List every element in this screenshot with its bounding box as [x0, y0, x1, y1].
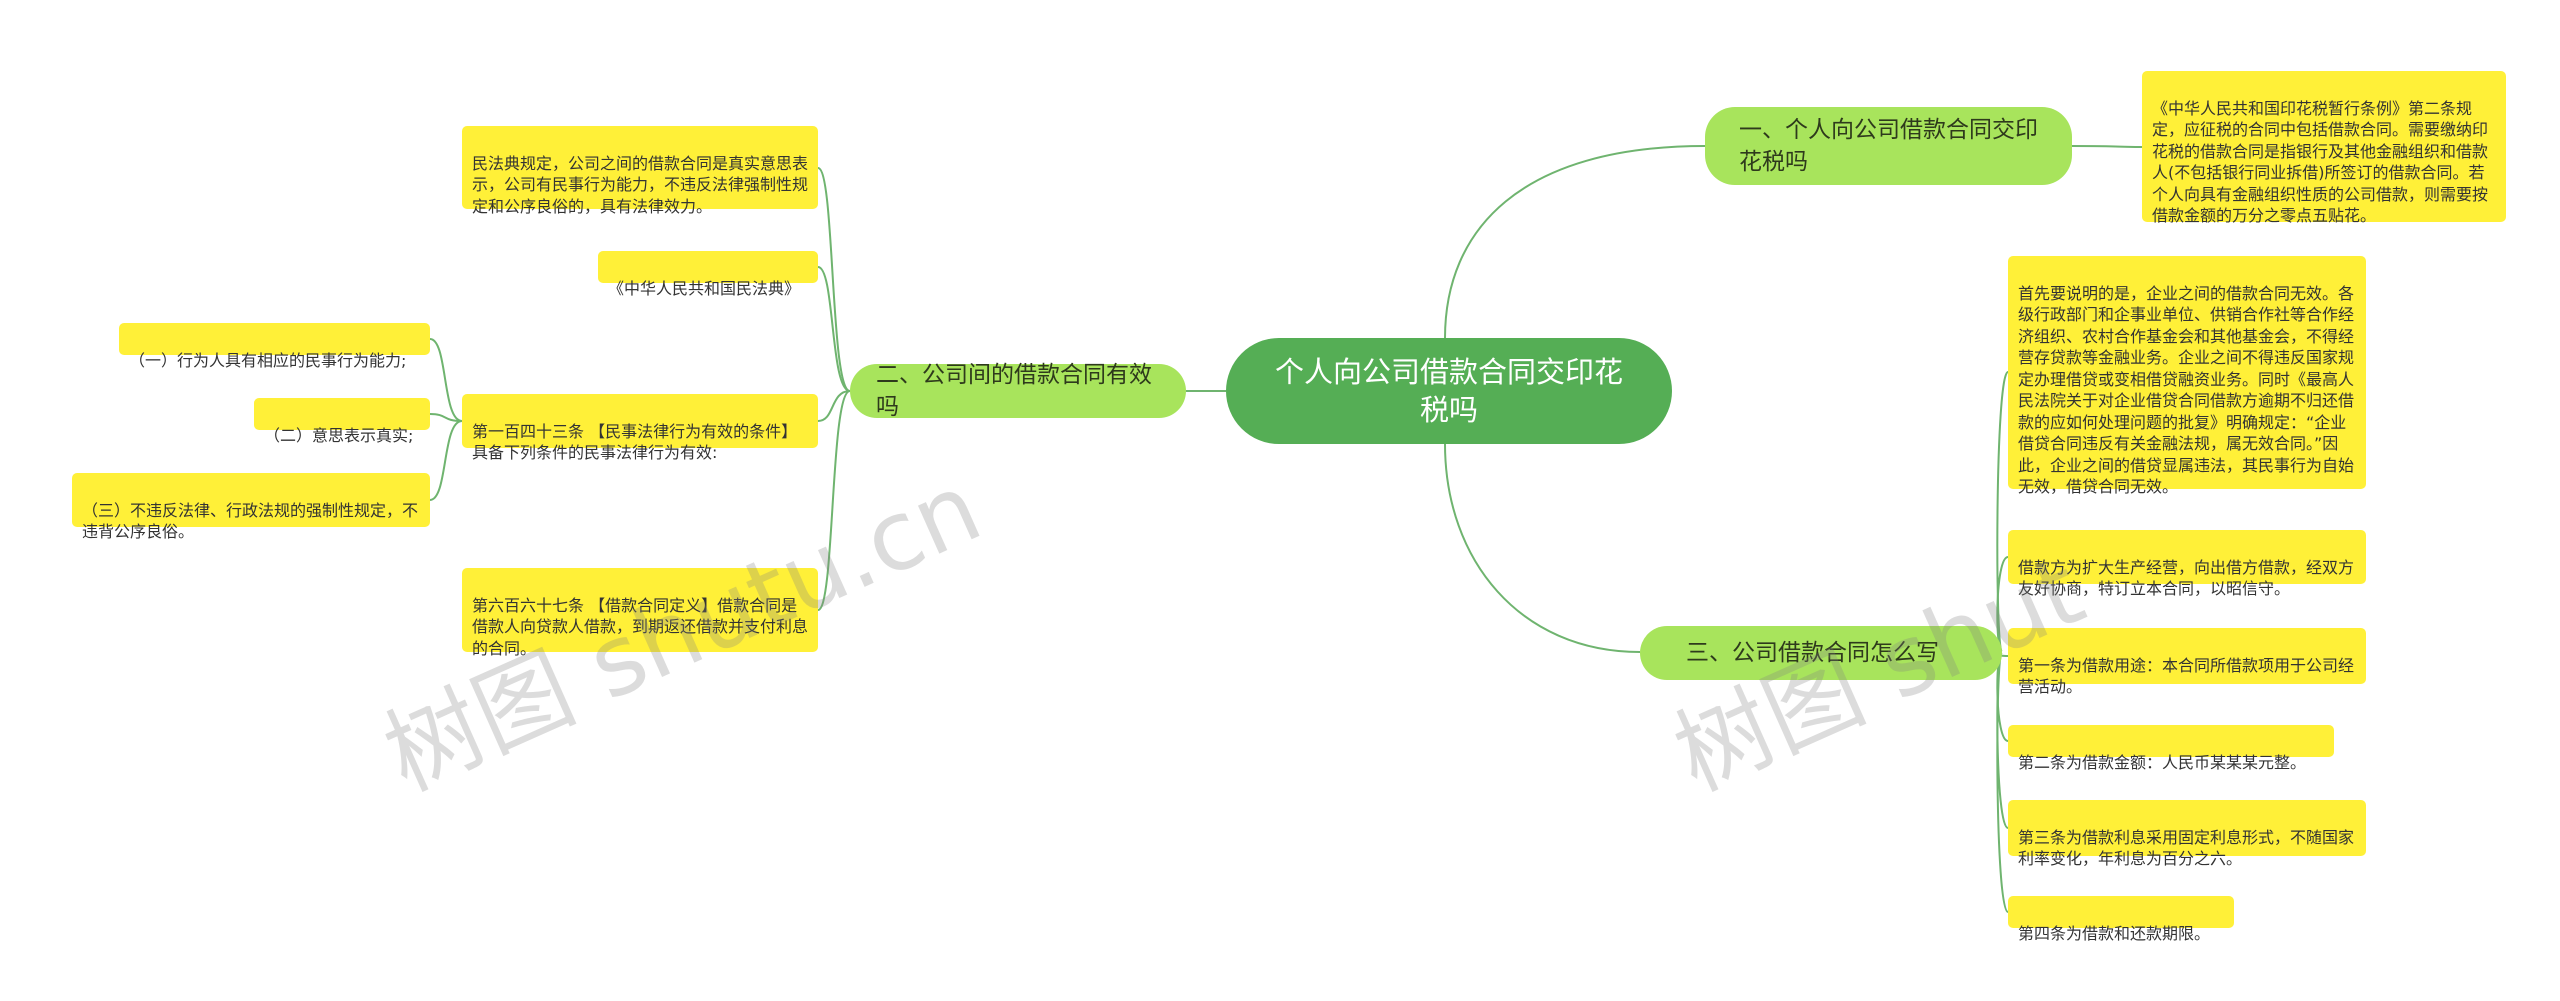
link-b23-s3	[429, 420, 463, 501]
leaf-b1-1[interactable]: 《中华人民共和国印花税暂行条例》第二条规定，应征税的合同中包括借款合同。需要缴纳…	[2142, 71, 2506, 225]
root-node[interactable]: 个人向公司借款合同交印花税吗	[1226, 338, 1672, 444]
leaf-b3-1[interactable]: 首先要说明的是，企业之间的借款合同无效。各级行政部门和企事业单位、供销合作社等合…	[2008, 256, 2366, 496]
leaf-b3-2-text: 借款方为扩大生产经营，向出借方借款，经双方友好协商，特订立本合同，以昭信守。	[2018, 557, 2355, 599]
leaf-b3-4[interactable]: 第二条为借款金额：人民币某某某元整。	[2008, 725, 2334, 772]
leaf-b2-1-text: 民法典规定，公司之间的借款合同是真实意思表示，公司有民事行为能力，不违反法律强制…	[472, 153, 809, 216]
leaf-b2-3-2[interactable]: （二）意思表示真实;	[254, 398, 430, 445]
leaf-b3-2[interactable]: 借款方为扩大生产经营，向出借方借款，经双方友好协商，特订立本合同，以昭信守。	[2008, 530, 2366, 598]
leaf-b3-5-text: 第三条为借款利息采用固定利息形式，不随国家利率变化，年利息为百分之六。	[2018, 827, 2355, 869]
leaf-b3-6-text: 第四条为借款和还款期限。	[2018, 923, 2211, 943]
leaf-b2-2-text: 《中华人民共和国民法典》	[608, 278, 801, 298]
link-b23-s1	[429, 338, 463, 422]
leaf-b3-1-text: 首先要说明的是，企业之间的借款合同无效。各级行政部门和企事业单位、供销合作社等合…	[2018, 283, 2355, 497]
link-b3-l1	[1996, 371, 2009, 653]
leaf-b2-3-1-text: （一）行为人具有相应的民事行为能力;	[129, 350, 407, 370]
leaf-b3-5[interactable]: 第三条为借款利息采用固定利息形式，不随国家利率变化，年利息为百分之六。	[2008, 800, 2366, 868]
root-title: 个人向公司借款合同交印花税吗	[1274, 355, 1623, 427]
branch-node-2[interactable]: 二、公司间的借款合同有效吗	[850, 362, 1186, 420]
branch-node-3[interactable]: 三、公司借款合同怎么写	[1640, 626, 2002, 680]
leaf-b2-3[interactable]: 第一百四十三条 【民事法律行为有效的条件】具备下列条件的民事法律行为有效:	[462, 394, 818, 462]
link-root-b3	[1444, 443, 1641, 653]
link-b2-l1	[817, 167, 851, 392]
leaf-b2-3-3-text: （三）不违反法律、行政法规的强制性规定，不违背公序良俗。	[82, 500, 419, 542]
leaf-b3-6[interactable]: 第四条为借款和还款期限。	[2008, 896, 2234, 943]
leaf-b2-3-1[interactable]: （一）行为人具有相应的民事行为能力;	[119, 323, 430, 370]
leaf-b2-2[interactable]: 《中华人民共和国民法典》	[598, 251, 818, 298]
link-b2-l3	[817, 390, 851, 422]
leaf-b2-3-3[interactable]: （三）不违反法律、行政法规的强制性规定，不违背公序良俗。	[72, 473, 430, 541]
leaf-b1-1-text: 《中华人民共和国印花税暂行条例》第二条规定，应征税的合同中包括借款合同。需要缴纳…	[2152, 98, 2489, 226]
leaf-b3-4-text: 第二条为借款金额：人民币某某某元整。	[2018, 752, 2307, 772]
leaf-b2-3-text: 第一百四十三条 【民事法律行为有效的条件】具备下列条件的民事法律行为有效:	[472, 421, 798, 463]
link-b1-leaf	[2071, 145, 2143, 148]
link-b2-l2	[817, 266, 851, 392]
branch-node-1[interactable]: 一、个人向公司借款合同交印花税吗	[1705, 107, 2072, 185]
link-b2-l4	[817, 390, 851, 611]
leaf-b2-1[interactable]: 民法典规定，公司之间的借款合同是真实意思表示，公司有民事行为能力，不违反法律强制…	[462, 126, 818, 216]
link-b23-s2	[429, 413, 463, 422]
branch-1-label: 一、个人向公司借款合同交印花税吗	[1739, 117, 2038, 175]
leaf-b2-4-text: 第六百六十七条 【借款合同定义】借款合同是借款人向贷款人借款，到期返还借款并支付…	[472, 595, 809, 658]
leaf-b3-3[interactable]: 第一条为借款用途：本合同所借款项用于公司经营活动。	[2008, 628, 2366, 696]
branch-3-label: 三、公司借款合同怎么写	[1686, 640, 1939, 666]
leaf-b2-4[interactable]: 第六百六十七条 【借款合同定义】借款合同是借款人向贷款人借款，到期返还借款并支付…	[462, 568, 818, 658]
leaf-b3-3-text: 第一条为借款用途：本合同所借款项用于公司经营活动。	[2018, 655, 2355, 697]
leaf-b2-3-2-text: （二）意思表示真实;	[264, 425, 414, 445]
link-root-b1	[1444, 145, 1706, 339]
branch-2-label: 二、公司间的借款合同有效吗	[876, 362, 1152, 420]
